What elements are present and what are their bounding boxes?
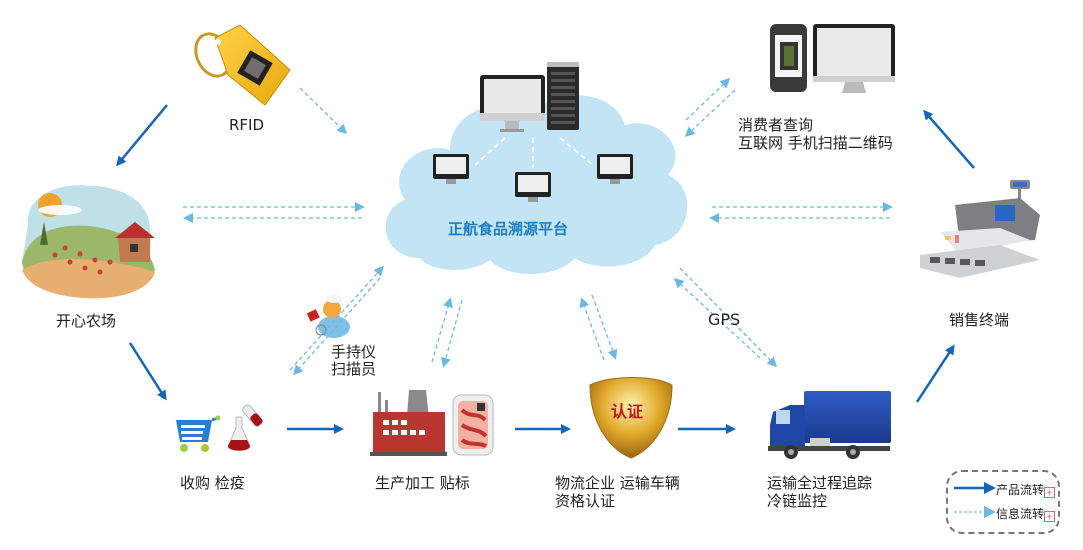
shield-icon (589, 377, 673, 459)
client-monitor-icon (515, 172, 551, 202)
info-platform-to-cert (591, 294, 618, 360)
cert-label-line1: 物流企业 运输车辆 (555, 474, 680, 492)
gps-label: GPS (708, 310, 741, 329)
legend-product-arrow-icon (954, 482, 996, 494)
truck-icon (768, 391, 891, 459)
info-cert-to-platform (579, 297, 605, 361)
cash-register-icon (920, 180, 1040, 278)
main-monitor-icon (480, 75, 545, 132)
client-monitor-icon (597, 154, 633, 184)
legend-info-flow-label: 信息流转 (996, 507, 1045, 521)
scanner-label-line2: 扫描员 (331, 360, 377, 378)
meat-package-icon (452, 394, 494, 456)
info-platform-to-scanner (292, 277, 381, 376)
farm-icon (22, 185, 155, 299)
scanner-label-line1: 手持仪 (331, 343, 377, 361)
transport-label-line1: 运输全过程追踪 (767, 474, 873, 492)
info-consumer-to-platform (684, 89, 736, 138)
info-flow-arrows (183, 77, 893, 376)
rfid-tag-icon (194, 24, 291, 106)
info-scanner-to-platform (289, 265, 385, 371)
arrow-farm-to-purchase (128, 342, 167, 401)
arrow-transport-to-sales (915, 344, 955, 403)
farm-label: 开心农场 (56, 312, 117, 330)
client-monitor-icon (433, 154, 469, 184)
production-label: 生产加工 贴标 (375, 474, 470, 492)
info-transport-to-platform (673, 277, 761, 359)
info-platform-to-production (441, 299, 463, 368)
cert-label-line2: 资格认证 (555, 492, 616, 510)
platform-title: 正航食品溯源平台 (448, 220, 569, 238)
legend-info-flow: 信息流转+ (996, 505, 1056, 522)
expand-icon[interactable]: + (1044, 487, 1056, 498)
legend-product-flow-label: 产品流转 (996, 483, 1045, 497)
legend: 产品流转+ 信息流转+ (946, 470, 1060, 534)
transport-label-line2: 冷链监控 (767, 492, 828, 510)
info-production-to-platform (431, 297, 453, 363)
product-flow-arrows (116, 104, 975, 434)
cart-flask-icon (176, 404, 263, 452)
info-platform-to-consumer (685, 77, 731, 121)
sales-label: 销售终端 (949, 311, 1010, 329)
expand-icon[interactable]: + (1044, 511, 1056, 522)
cloud-internal-links (474, 137, 594, 168)
consumer-label-line1: 消费者查询 (738, 116, 814, 134)
server-icon (547, 62, 579, 130)
cert-badge-text: 认证 (611, 402, 644, 421)
info-platform-to-transport (679, 267, 778, 368)
legend-info-arrow-icon (954, 506, 996, 518)
arrow-rfid-to-farm (116, 104, 168, 167)
consumer-label-line2: 互联网 手机扫描二维码 (738, 134, 893, 152)
info-rfid-to-platform (299, 87, 348, 135)
purchase-label: 收购 检疫 (180, 474, 245, 492)
legend-product-flow: 产品流转+ (996, 481, 1056, 498)
factory-icon (370, 390, 447, 456)
arrow-sales-to-consumer (923, 109, 975, 169)
phone-monitor-icon (770, 24, 895, 93)
rfid-label: RFID (229, 116, 265, 134)
person-scanner-icon (306, 295, 350, 338)
